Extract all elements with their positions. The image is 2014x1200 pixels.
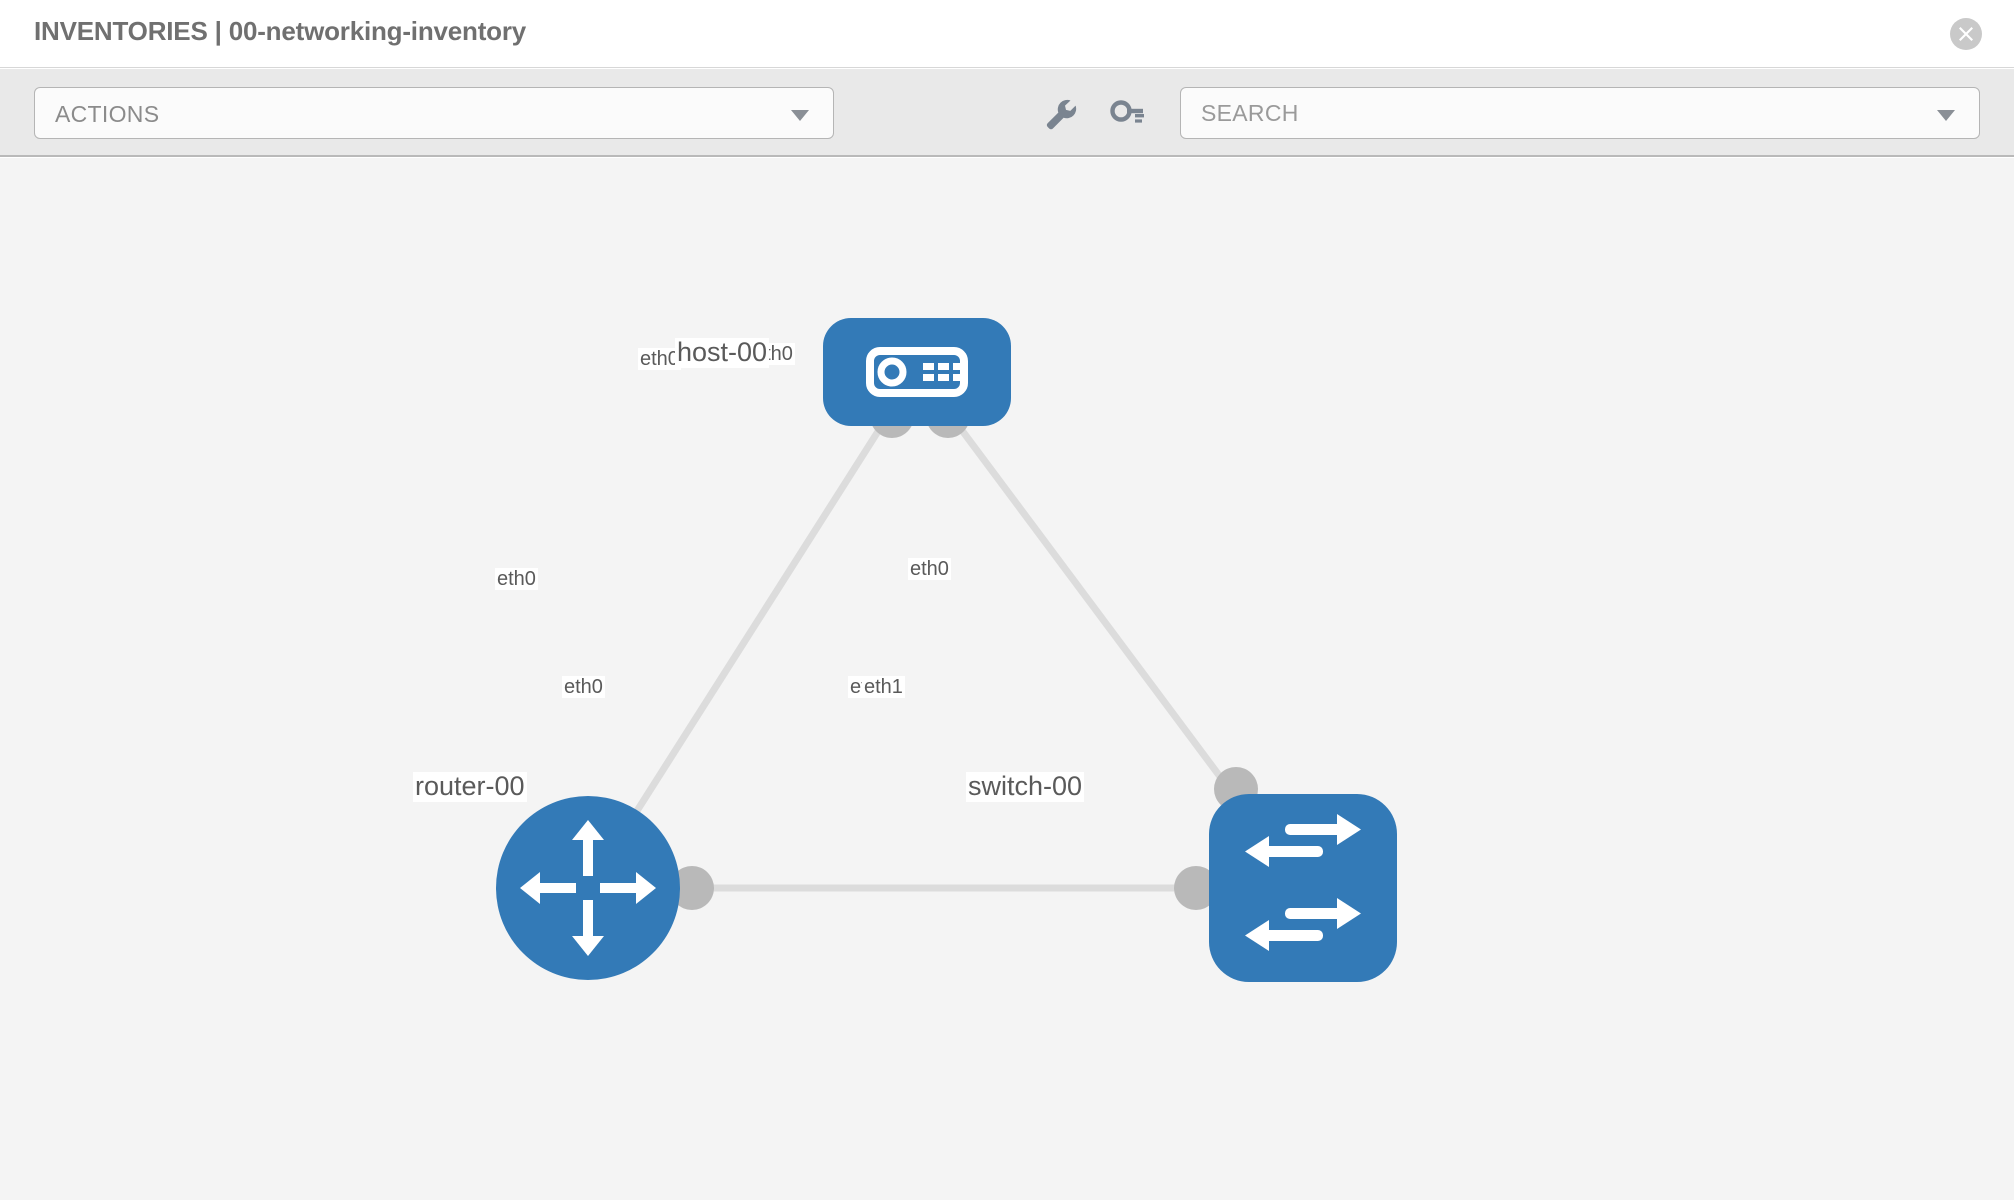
topology-links xyxy=(585,367,1306,892)
chevron-down-icon xyxy=(791,110,809,121)
actions-dropdown[interactable]: ACTIONS xyxy=(34,87,834,139)
node-switch-00[interactable] xyxy=(1209,794,1397,982)
connector-router00-eth0[interactable] xyxy=(670,866,714,910)
actions-dropdown-label: ACTIONS xyxy=(55,101,160,127)
iface-label-router00-eth0: eth0 xyxy=(562,676,605,698)
close-icon[interactable] xyxy=(1950,18,1982,50)
toolbar: ACTIONS SEARCH xyxy=(0,69,2014,157)
link-host00-router00[interactable] xyxy=(585,368,920,890)
server-icon xyxy=(866,347,968,397)
router-arrows-icon xyxy=(520,820,656,956)
search-input[interactable]: SEARCH xyxy=(1180,87,1980,139)
switch-arrows-icon xyxy=(1245,814,1361,951)
key-icon[interactable] xyxy=(1105,91,1149,135)
page-title: INVENTORIES | 00-networking-inventory xyxy=(34,16,527,46)
node-label-router-00: router-00 xyxy=(413,771,527,802)
wrench-icon[interactable] xyxy=(1038,91,1082,135)
node-host-00[interactable] xyxy=(823,318,1011,426)
topology-graph xyxy=(496,318,1397,982)
page-header: INVENTORIES | 00-networking-inventory xyxy=(0,0,2014,68)
iface-label-switch00-eth0: eth0 xyxy=(908,558,951,580)
node-label-switch-00: switch-00 xyxy=(966,771,1085,802)
search-placeholder: SEARCH xyxy=(1201,100,1299,126)
connector-switch00-eth1[interactable] xyxy=(1174,866,1218,910)
iface-label-router00-eth0-uplink: eth0 xyxy=(495,568,538,590)
node-label-host-00: host-00 xyxy=(675,337,770,368)
topology-canvas[interactable]: eth0 eth0 eth0 eth0 eth0 eth eth1 host-0… xyxy=(0,158,2014,1200)
chevron-down-icon[interactable] xyxy=(1937,110,1955,121)
iface-label-switch00-eth1: eth1 xyxy=(862,676,905,698)
iface-label-host00-eth0-left: eth0 xyxy=(638,348,681,370)
node-router-00[interactable] xyxy=(496,796,680,980)
topology-connectors xyxy=(670,394,1258,910)
